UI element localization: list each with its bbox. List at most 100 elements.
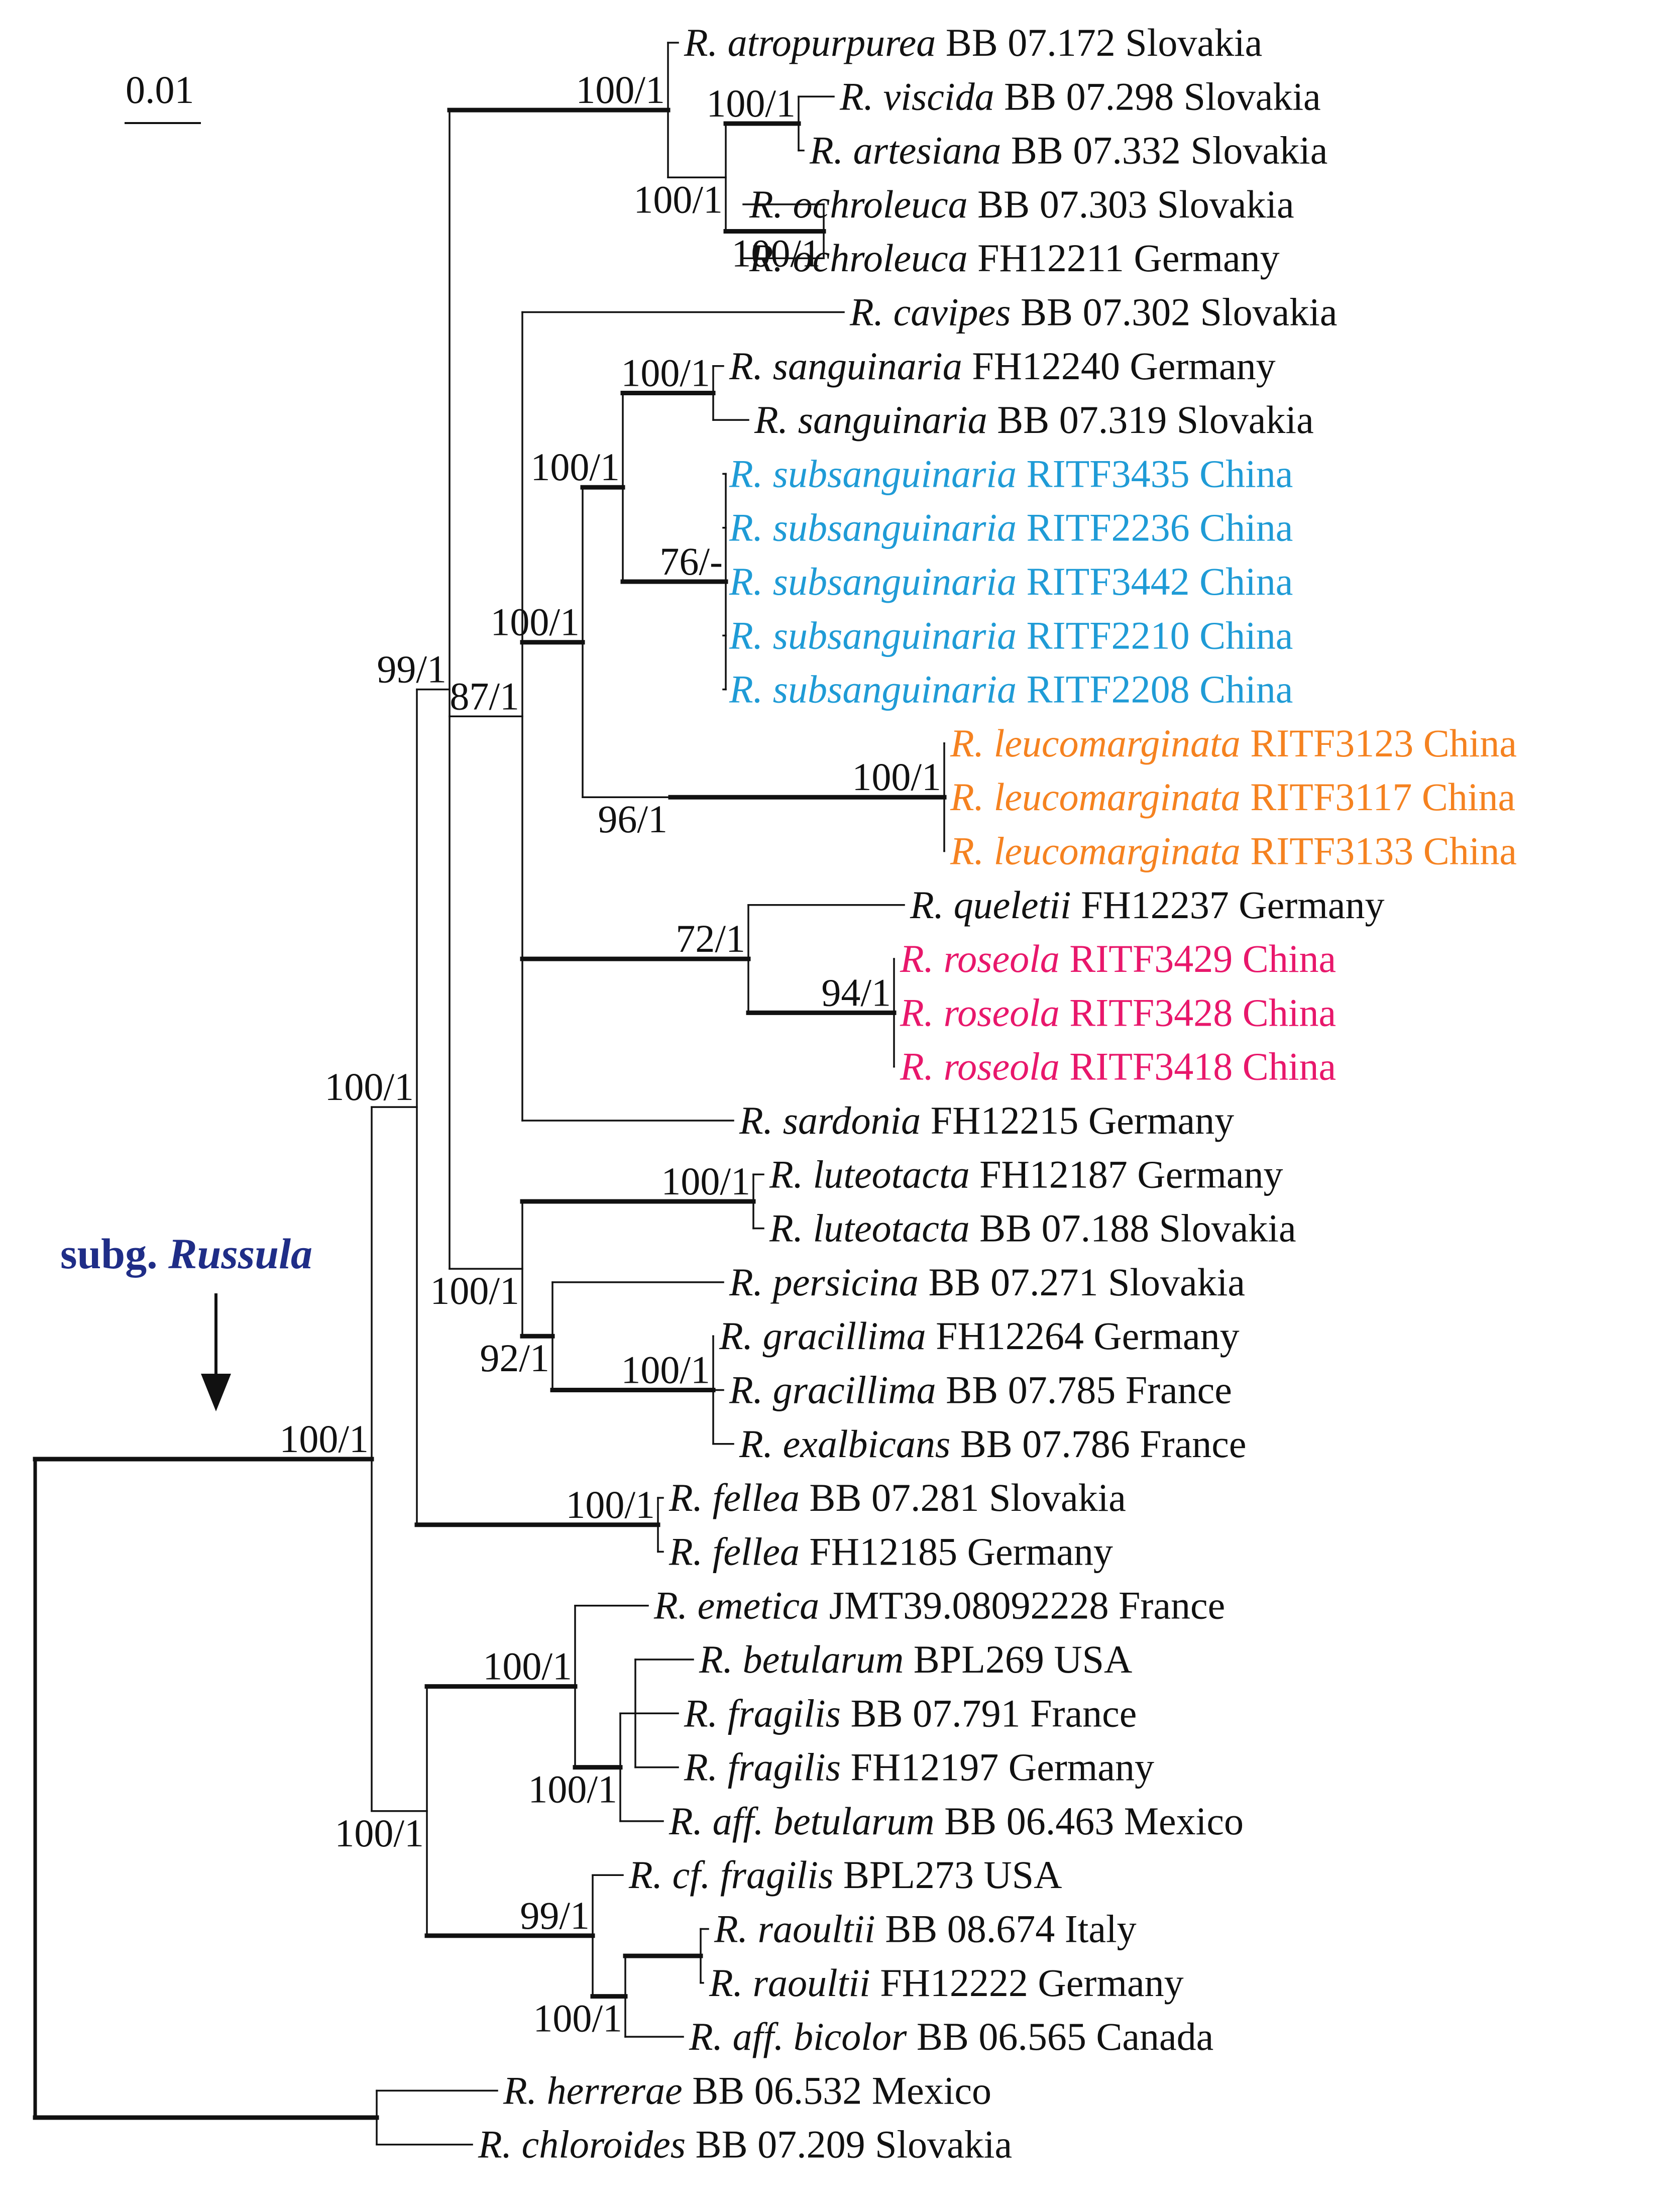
- support-value: 100/1: [483, 1644, 572, 1688]
- taxon-labels: R. atropurpurea BB 07.172 Slovakia R. vis…: [478, 21, 1517, 2166]
- taxon-voucher: BB 07.281 Slovakia: [800, 1476, 1126, 1519]
- support-value: 100/1: [633, 177, 723, 221]
- taxon-species: R. artesiana: [809, 129, 1001, 172]
- taxon-species: R. betularum: [699, 1637, 904, 1681]
- taxon-species: R. roseola: [900, 1045, 1060, 1088]
- support-value: 100/1: [430, 1269, 519, 1312]
- support-values: 100/1100/199/1100/1100/1100/1100/187/110…: [279, 68, 941, 2040]
- taxon-voucher: FH12240 Germany: [962, 344, 1276, 388]
- taxon-voucher: BB 08.674 Italy: [875, 1907, 1137, 1951]
- taxon-voucher: BB 07.785 France: [936, 1368, 1232, 1412]
- taxon-label: R. gracillima BB 07.785 France: [729, 1368, 1232, 1412]
- taxon-label: R. roseola RITF3418 China: [900, 1045, 1336, 1088]
- taxon-label: R. fellea BB 07.281 Slovakia: [669, 1476, 1126, 1519]
- taxon-species: R. fragilis: [684, 1691, 841, 1735]
- taxon-label: R. roseola RITF3429 China: [900, 937, 1336, 980]
- support-value: 94/1: [821, 970, 891, 1014]
- taxon-voucher: FH12237 Germany: [1071, 883, 1385, 927]
- taxon-species: R. viscida: [839, 74, 994, 118]
- taxon-species: R. leucomarginata: [950, 721, 1241, 765]
- support-value: 100/1: [324, 1065, 414, 1109]
- taxon-label: R. aff. bicolor BB 06.565 Canada: [689, 2015, 1213, 2058]
- support-value: 100/1: [576, 68, 665, 112]
- taxon-label: R. queletii FH12237 Germany: [910, 883, 1385, 927]
- taxon-label: R. roseola RITF3428 China: [900, 990, 1336, 1034]
- support-value: 100/1: [566, 1483, 655, 1526]
- taxon-label: R. fellea FH12185 Germany: [669, 1529, 1113, 1573]
- taxon-label: R. leucomarginata RITF3133 China: [950, 829, 1517, 873]
- taxon-label: R. subsanguinaria RITF2208 China: [729, 668, 1293, 711]
- taxon-species: R. subsanguinaria: [729, 560, 1017, 603]
- taxon-species: R. luteotacta: [769, 1206, 970, 1250]
- taxon-species: R. luteotacta: [769, 1152, 970, 1196]
- taxon-species: R. aff. bicolor: [689, 2015, 907, 2058]
- support-value: 87/1: [450, 674, 519, 718]
- taxon-species: R. sardonia: [739, 1098, 921, 1142]
- taxon-label: R. leucomarginata RITF3117 China: [950, 775, 1515, 819]
- support-value: 92/1: [480, 1336, 549, 1380]
- support-value: 100/1: [490, 600, 580, 644]
- taxon-species: R. gracillima: [719, 1314, 926, 1358]
- taxon-voucher: BB 07.172 Slovakia: [936, 21, 1262, 64]
- taxon-label: R. raoultii BB 08.674 Italy: [714, 1907, 1137, 1951]
- taxon-species: R. exalbicans: [739, 1422, 950, 1466]
- taxon-label: R. luteotacta BB 07.188 Slovakia: [769, 1206, 1296, 1250]
- taxon-species: R. ochroleuca: [749, 182, 968, 226]
- taxon-voucher: BB 07.271 Slovakia: [919, 1260, 1245, 1304]
- arrow-down-icon: [201, 1374, 231, 1411]
- taxon-label: R. betularum BPL269 USA: [699, 1637, 1132, 1681]
- taxon-voucher: RITF2210 China: [1017, 613, 1293, 657]
- taxon-species: R. subsanguinaria: [729, 668, 1017, 711]
- taxon-species: R. persicina: [729, 1260, 919, 1304]
- support-value: 100/1: [661, 1159, 750, 1203]
- taxon-voucher: BB 06.463 Mexico: [935, 1799, 1244, 1843]
- taxon-voucher: JMT39.08092228 France: [819, 1584, 1225, 1627]
- taxon-label: R. ochroleuca FH12211 Germany: [749, 236, 1280, 280]
- taxon-voucher: BB 07.303 Slovakia: [968, 182, 1294, 226]
- taxon-voucher: RITF3133 China: [1241, 829, 1517, 873]
- taxon-label: R. gracillima FH12264 Germany: [719, 1314, 1240, 1358]
- support-value: 100/1: [533, 1997, 622, 2040]
- taxon-voucher: BB 07.188 Slovakia: [970, 1206, 1296, 1250]
- tree-branches: [33, 42, 947, 2146]
- taxon-voucher: RITF3442 China: [1017, 560, 1293, 603]
- taxon-voucher: BB 06.532 Mexico: [683, 2068, 991, 2112]
- taxon-species: R. sanguinaria: [754, 398, 987, 441]
- taxon-species: R. fellea: [669, 1476, 800, 1519]
- taxon-label: R. fragilis BB 07.791 France: [684, 1691, 1137, 1735]
- taxon-voucher: FH12185 Germany: [800, 1529, 1113, 1573]
- taxon-label: R. artesiana BB 07.332 Slovakia: [809, 129, 1327, 172]
- taxon-voucher: BPL269 USA: [904, 1637, 1132, 1681]
- taxon-label: R. sardonia FH12215 Germany: [739, 1098, 1234, 1142]
- support-value: 100/1: [621, 1348, 710, 1392]
- taxon-label: R. cf. fragilis BPL273 USA: [628, 1853, 1062, 1897]
- support-value: 100/1: [530, 445, 620, 489]
- support-value: 100/1: [706, 81, 796, 125]
- support-value: 100/1: [852, 755, 941, 799]
- taxon-voucher: BB 07.319 Slovakia: [987, 398, 1314, 441]
- taxon-label: R. atropurpurea BB 07.172 Slovakia: [684, 21, 1262, 64]
- taxon-label: R. subsanguinaria RITF3442 China: [729, 560, 1293, 603]
- taxon-label: R. subsanguinaria RITF2236 China: [729, 506, 1293, 549]
- taxon-species: R. subsanguinaria: [729, 452, 1017, 495]
- taxon-species: R. raoultii: [709, 1961, 870, 2005]
- taxon-species: R. ochroleuca: [749, 236, 968, 280]
- taxon-label: R. sanguinaria BB 07.319 Slovakia: [754, 398, 1314, 441]
- support-value: 96/1: [598, 797, 668, 841]
- support-value: 100/1: [621, 351, 710, 394]
- taxon-label: R. fragilis FH12197 Germany: [684, 1745, 1154, 1789]
- taxon-voucher: FH12211 Germany: [968, 236, 1280, 280]
- taxon-species: R. fellea: [669, 1529, 800, 1573]
- taxon-species: R. leucomarginata: [950, 829, 1241, 873]
- support-value: 76/-: [659, 539, 723, 583]
- taxon-species: R. chloroides: [478, 2123, 686, 2166]
- taxon-species: R. herrerae: [503, 2068, 683, 2112]
- taxon-species: R. gracillima: [729, 1368, 936, 1412]
- taxon-species: R. emetica: [653, 1584, 819, 1627]
- taxon-voucher: FH12264 Germany: [926, 1314, 1240, 1358]
- taxon-species: R. roseola: [900, 937, 1060, 980]
- taxon-species: R. subsanguinaria: [729, 613, 1017, 657]
- taxon-species: R. leucomarginata: [950, 775, 1241, 819]
- taxon-species: R. roseola: [900, 990, 1060, 1034]
